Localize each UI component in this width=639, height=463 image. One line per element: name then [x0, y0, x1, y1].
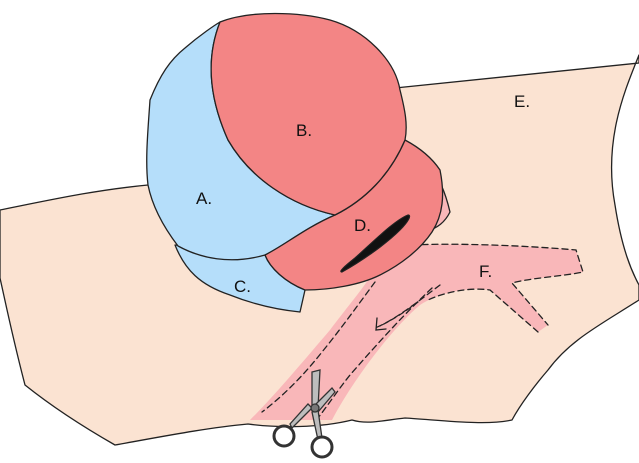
incision-slit	[340, 214, 411, 273]
scissors-icon	[272, 369, 336, 459]
label-c: C.	[234, 277, 251, 296]
dashed-arrow	[375, 301, 419, 331]
label-f: F.	[479, 262, 492, 281]
label-d: D.	[354, 216, 371, 235]
label-a: A.	[196, 189, 212, 208]
region-b-structure	[210, 12, 407, 216]
label-e: E.	[514, 92, 530, 111]
label-b: B.	[296, 121, 312, 140]
region-f-vessel	[250, 244, 583, 420]
